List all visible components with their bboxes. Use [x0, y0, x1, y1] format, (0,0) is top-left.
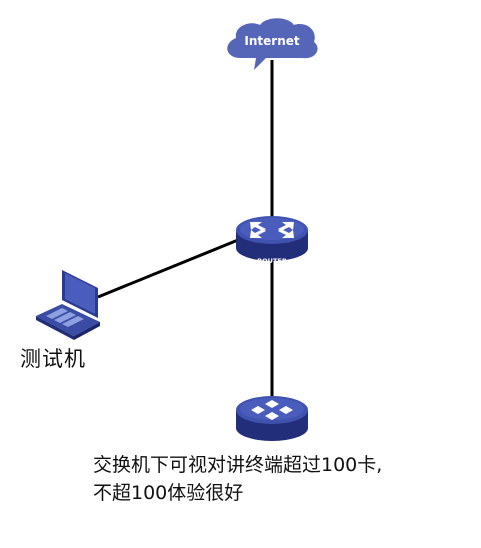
switch-icon [236, 396, 308, 441]
router-icon: ROUTER [236, 216, 308, 265]
switch-note-line-1: 交换机下可视对讲终端超过100卡, [93, 454, 383, 476]
router-label: ROUTER [257, 257, 287, 265]
switch-note: 交换机下可视对讲终端超过100卡, 不超100体验很好 [93, 451, 382, 507]
internet-cloud-icon: Internet [227, 18, 318, 70]
laptop-label: 测试机 [20, 347, 86, 371]
laptop-icon [36, 270, 100, 340]
link-laptop-router [97, 238, 239, 299]
internet-label: Internet [244, 34, 299, 48]
switch-note-line-2: 不超100体验很好 [93, 482, 244, 504]
